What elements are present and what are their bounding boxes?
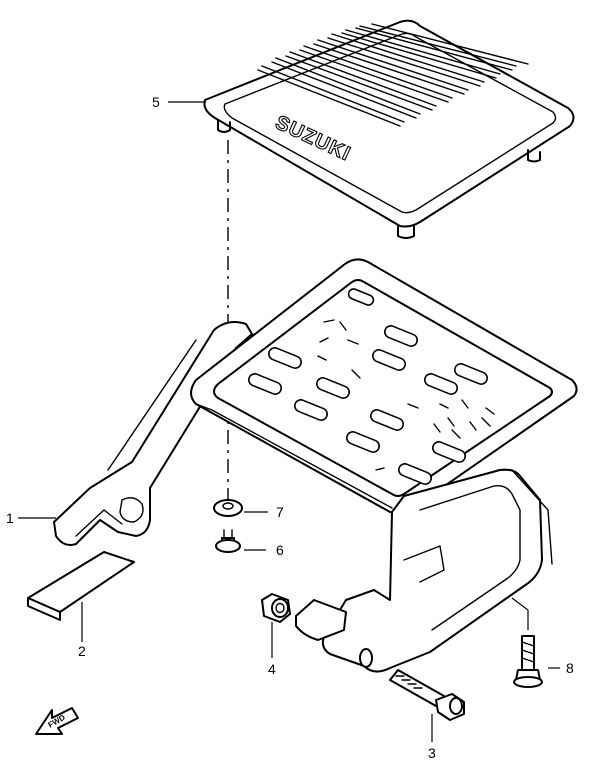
bolt-long <box>389 669 465 721</box>
callout-8: 8 <box>566 660 574 676</box>
callout-6: 6 <box>276 542 284 558</box>
callout-7: 7 <box>276 504 284 520</box>
callout-4: 4 <box>268 661 276 677</box>
callout-2: 2 <box>78 643 86 659</box>
leader-lines <box>18 101 560 742</box>
callout-3: 3 <box>428 745 436 761</box>
callouts: 5 1 2 7 6 4 3 8 <box>6 94 574 761</box>
washer <box>213 499 243 517</box>
carrier-plate: SUZUKI <box>203 19 575 239</box>
callout-1: 1 <box>6 510 14 526</box>
forward-arrow-icon: FWD <box>35 707 79 735</box>
carrier-frame <box>53 258 578 673</box>
callout-5: 5 <box>152 94 160 110</box>
frame-slots <box>248 288 495 485</box>
nut <box>261 593 291 623</box>
pad-strip <box>27 551 135 621</box>
screw <box>215 529 241 553</box>
plate-ribs <box>257 23 529 127</box>
flange-bolt <box>513 635 543 688</box>
